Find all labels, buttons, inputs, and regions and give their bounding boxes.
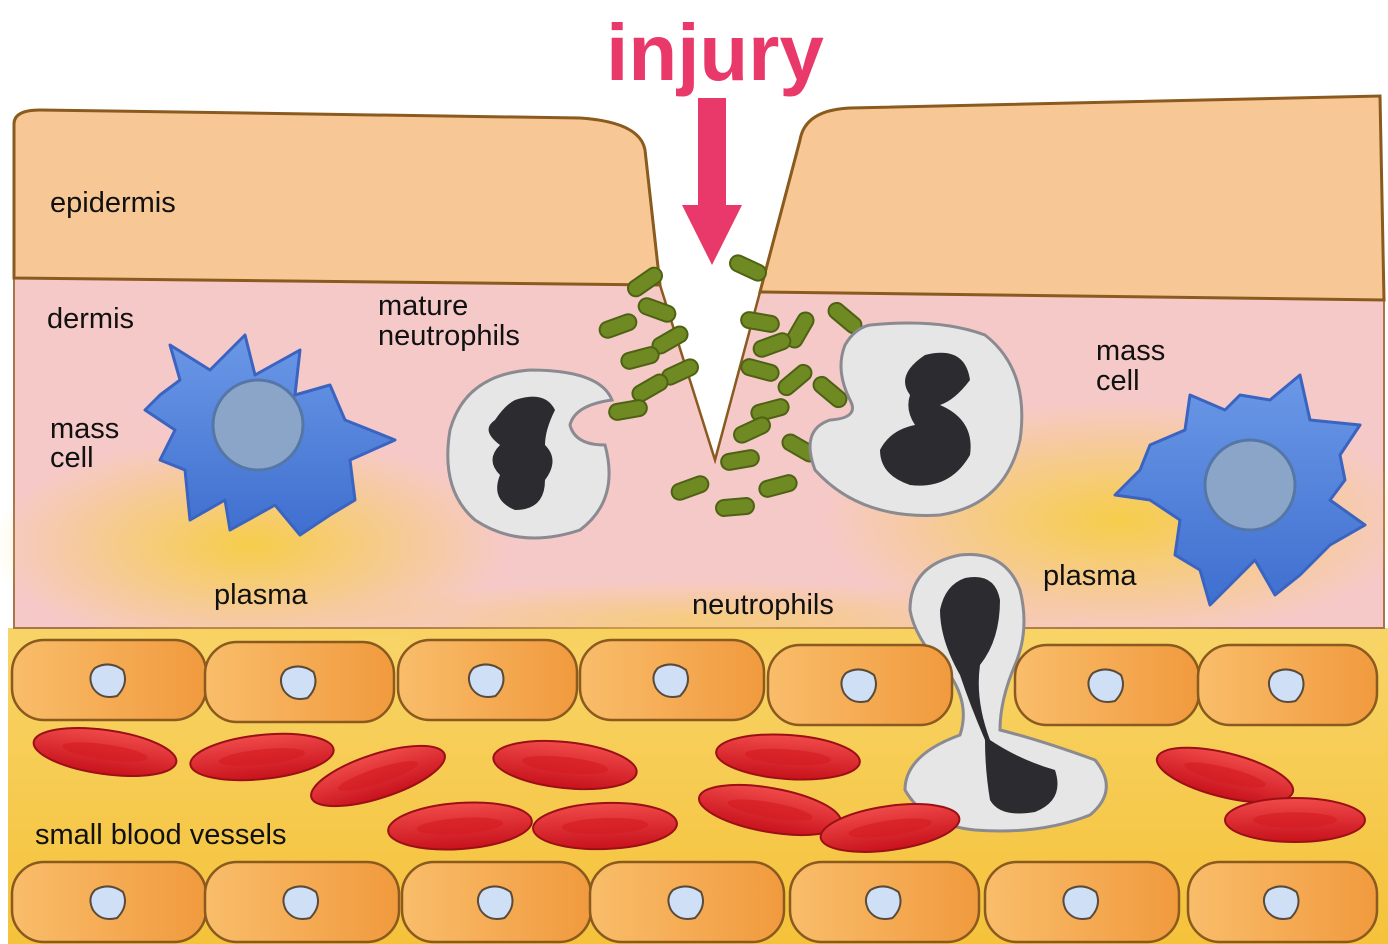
- endothelial-nucleus: [841, 669, 876, 702]
- endothelial-nucleus: [653, 664, 688, 697]
- neutrophil-mature-left: [448, 370, 612, 538]
- label-epidermis: epidermis: [50, 187, 176, 219]
- endothelial-nucleus: [1264, 886, 1299, 919]
- label-mass-cell-left-line2: cell: [50, 442, 94, 474]
- mast-cell-nucleus: [1205, 440, 1295, 530]
- label-small-blood-vessels: small blood vessels: [35, 819, 286, 851]
- endothelial-cell: [12, 640, 206, 720]
- neutrophil-mature-right: [810, 323, 1022, 515]
- red-blood-cell: [1225, 798, 1365, 842]
- endothelial-cell: [768, 645, 952, 725]
- label-mature-neutrophils-line2: neutrophils: [378, 320, 520, 352]
- endothelial-nucleus: [668, 886, 703, 919]
- endothelial-nucleus: [478, 886, 513, 919]
- endothelial-cell: [205, 642, 394, 722]
- mast-cell-nucleus: [213, 380, 303, 470]
- endothelial-cell: [590, 862, 784, 942]
- endothelial-cell: [205, 862, 399, 942]
- label-neutrophils: neutrophils: [692, 589, 834, 621]
- endothelial-nucleus: [1088, 669, 1123, 702]
- endothelial-cell: [402, 862, 591, 942]
- endothelial-nucleus: [90, 886, 125, 919]
- label-mass-cell-left-line1: mass: [50, 413, 119, 445]
- endothelial-cell: [1198, 645, 1377, 725]
- endothelial-cell: [398, 640, 577, 720]
- endothelial-cell: [790, 862, 979, 942]
- label-plasma-right: plasma: [1043, 560, 1137, 592]
- label-mature-neutrophils-line1: mature: [378, 290, 468, 322]
- endothelial-cell: [12, 862, 206, 942]
- label-dermis: dermis: [47, 303, 134, 335]
- label-mass-cell-right-line2: cell: [1096, 365, 1140, 397]
- label-plasma-left: plasma: [214, 579, 308, 611]
- injury-title: injury: [606, 8, 824, 97]
- endothelial-cell: [1188, 862, 1377, 942]
- endothelial-cell: [985, 862, 1179, 942]
- endothelial-cell: [580, 640, 764, 720]
- endothelial-cell: [1015, 645, 1199, 725]
- endothelial-nucleus: [1269, 669, 1304, 702]
- endothelial-nucleus: [281, 666, 316, 699]
- label-mass-cell-right-line1: mass: [1096, 335, 1165, 367]
- bacterium: [715, 497, 754, 516]
- endothelial-nucleus: [469, 664, 504, 697]
- endothelial-nucleus: [283, 886, 318, 919]
- endothelial-nucleus: [866, 886, 901, 919]
- endothelial-nucleus: [90, 664, 125, 697]
- endothelial-nucleus: [1063, 886, 1098, 919]
